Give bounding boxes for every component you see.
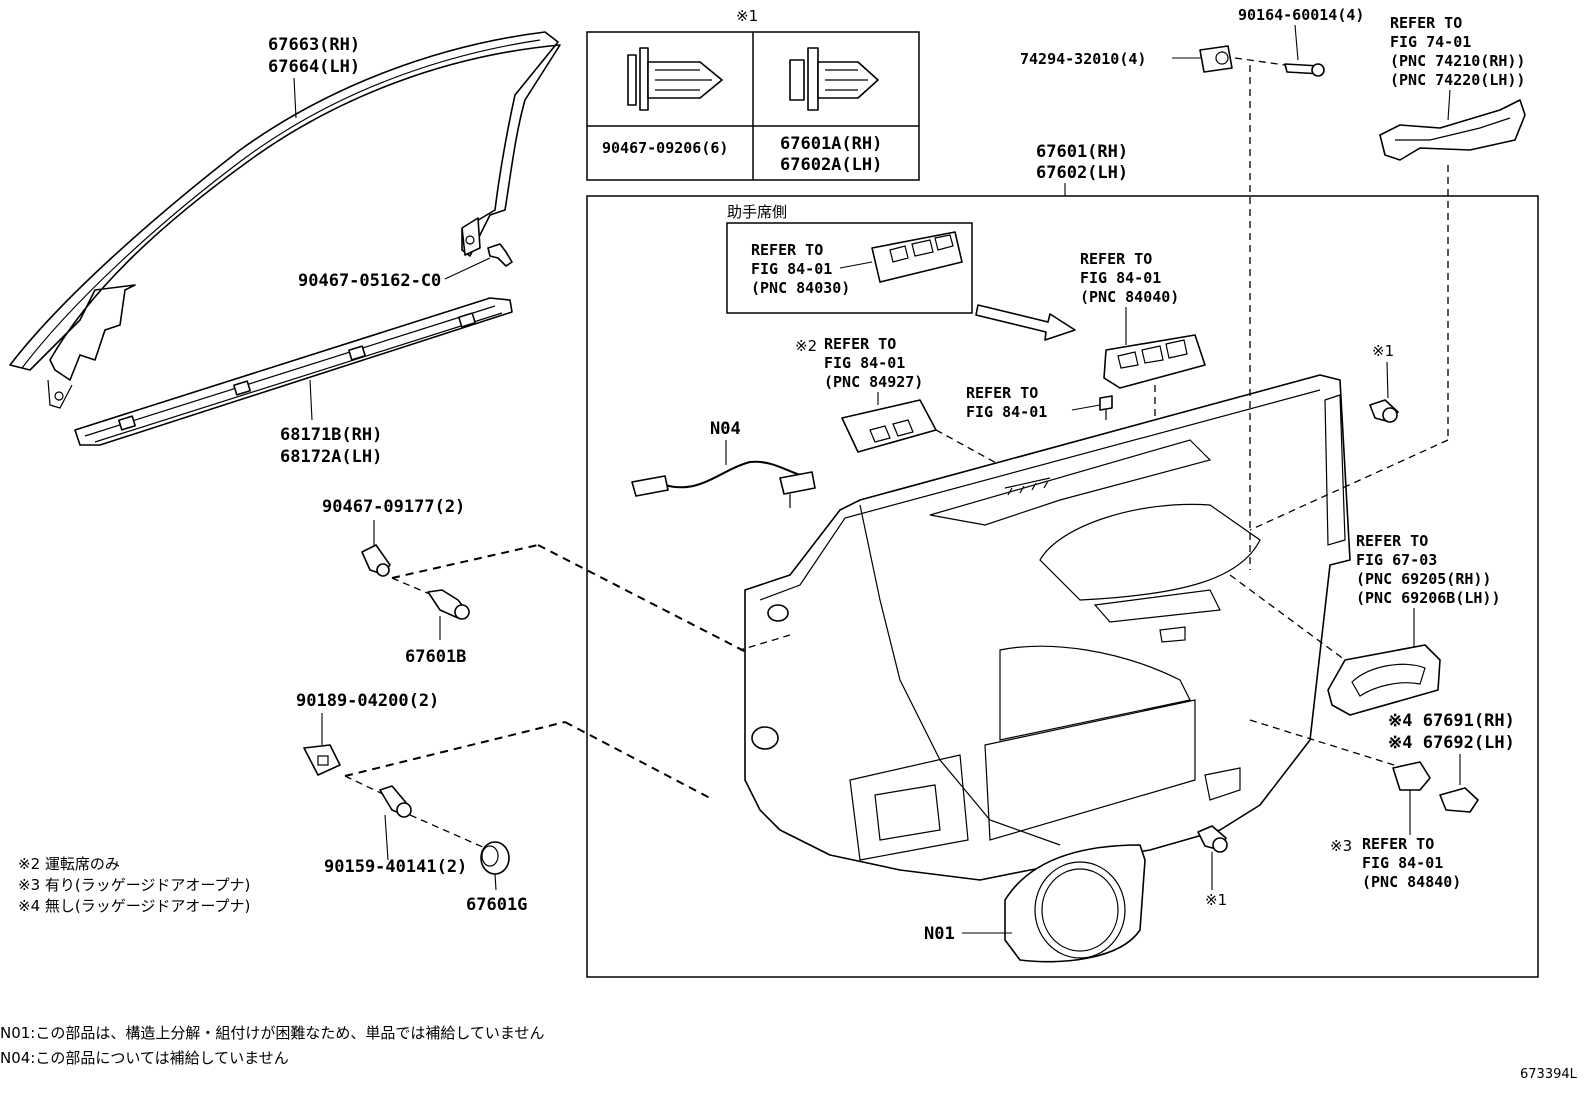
panel-lh-label: 67602(LH) <box>1036 163 1128 183</box>
ref-84840-line1: REFER TO <box>1362 835 1434 853</box>
ref-84030-line2: FIG 84-01 <box>751 260 832 278</box>
ref-74-line3: (PNC 74210(RH)) <box>1390 52 1525 70</box>
table-left-part: 90467-09206(6) <box>602 139 728 157</box>
assist-grip-icon <box>1379 99 1526 161</box>
nut-90189-label: 90189-04200(2) <box>296 691 439 711</box>
figure-code: 673394L <box>1520 1067 1578 1082</box>
cap-74294-label: 74294-32010(4) <box>1020 50 1146 68</box>
clip-icon <box>627 47 723 111</box>
table-mark: ※1 <box>736 7 758 25</box>
wire-harness-icon <box>631 460 816 508</box>
panel-clip-icon <box>427 589 470 620</box>
ref-84927-mark: ※2 <box>795 337 817 355</box>
screw-frame-label: 90467-05162-C0 <box>298 271 441 291</box>
window-switch-icon <box>871 231 963 283</box>
cover-lh-label: ※4 67692(LH) <box>1388 733 1515 753</box>
clip-90467-09177-label: 90467-09177(2) <box>322 497 465 517</box>
weatherstrip-lh-label: 68172A(LH) <box>280 447 382 467</box>
clip-table <box>586 31 920 181</box>
ref-69205-line4: (PNC 69206B(LH)) <box>1356 589 1501 607</box>
ref-screw-line2: FIG 84-01 <box>966 403 1047 421</box>
weatherstrip-rh-label: 68171B(RH) <box>280 425 382 445</box>
clip-icon <box>1197 825 1228 853</box>
ref-84927-line1: REFER TO <box>824 335 896 353</box>
passenger-side-label: 助手席側 <box>727 203 787 221</box>
screw-icon <box>487 243 513 267</box>
nut-icon <box>303 744 341 776</box>
door-trim-panel <box>744 374 1351 881</box>
master-switch-icon <box>1103 334 1206 389</box>
cap-67601g-label: 67601G <box>466 895 527 915</box>
mark1-upper: ※1 <box>1372 342 1394 360</box>
note-3: ※3 有り(ラッゲージドアオープナ) <box>18 876 250 894</box>
table-right-lh: 67602A(LH) <box>780 155 882 175</box>
ref-84840-line3: (PNC 84840) <box>1362 873 1461 891</box>
weatherstrip-part <box>74 297 513 446</box>
ref-74-line1: REFER TO <box>1390 14 1462 32</box>
screw-90164-label: 90164-60014(4) <box>1238 6 1364 24</box>
ref-69205-line2: FIG 67-03 <box>1356 551 1437 569</box>
frame-rh-label: 67663(RH) <box>268 35 360 55</box>
ref-69205-line3: (PNC 69205(RH)) <box>1356 570 1491 588</box>
footnote-n01: N01:この部品は、構造上分解・組付けが困難なため、単品では補給していません <box>0 1024 544 1042</box>
luggage-opener-switch-icon <box>1392 761 1431 791</box>
passenger-side-box <box>726 222 973 314</box>
n01-label: N01 <box>924 924 955 944</box>
clip-icon <box>789 47 879 111</box>
cap-icon <box>480 841 510 875</box>
footnote-n04: N04:この部品については補給していません <box>0 1049 289 1067</box>
clip-icon <box>1369 399 1399 423</box>
screw-90159-label: 90159-40141(2) <box>324 857 467 877</box>
ref-74-line2: FIG 74-01 <box>1390 33 1471 51</box>
cover-rh-label: ※4 67691(RH) <box>1388 711 1515 731</box>
n04-label: N04 <box>710 419 741 439</box>
ref-84840-line2: FIG 84-01 <box>1362 854 1443 872</box>
screw-icon <box>1099 395 1113 420</box>
clip-icon <box>361 544 391 577</box>
cap-icon <box>1199 45 1233 73</box>
screw-icon <box>379 785 412 818</box>
ref-84040-line1: REFER TO <box>1080 250 1152 268</box>
ref-84040-line3: (PNC 84040) <box>1080 288 1179 306</box>
screw-icon <box>1284 63 1325 77</box>
switch-module-icon <box>841 399 937 453</box>
ref-84030-line1: REFER TO <box>751 241 823 259</box>
panel-rh-label: 67601(RH) <box>1036 142 1128 162</box>
door-frame-part <box>9 31 561 409</box>
table-right-rh: 67601A(RH) <box>780 134 882 154</box>
clip-67601b-label: 67601B <box>405 647 466 667</box>
ref-84840-mark: ※3 <box>1330 837 1352 855</box>
ref-84927-line2: FIG 84-01 <box>824 354 905 372</box>
door-trim-assembly-box <box>586 195 1539 978</box>
ref-69205-line1: REFER TO <box>1356 532 1428 550</box>
mark1-lower: ※1 <box>1205 891 1227 909</box>
ref-84927-line3: (PNC 84927) <box>824 373 923 391</box>
frame-lh-label: 67664(LH) <box>268 57 360 77</box>
speaker-grille-icon <box>1004 844 1146 963</box>
ref-84030-line3: (PNC 84030) <box>751 279 850 297</box>
note-2: ※2 運転席のみ <box>18 855 120 873</box>
ref-84040-line2: FIG 84-01 <box>1080 269 1161 287</box>
ref-screw-line1: REFER TO <box>966 384 1038 402</box>
cover-icon <box>1439 787 1479 813</box>
inside-door-handle-icon <box>1327 644 1441 716</box>
ref-74-line4: (PNC 74220(LH)) <box>1390 71 1525 89</box>
direction-arrow-icon <box>975 304 1076 341</box>
note-4: ※4 無し(ラッゲージドアオープナ) <box>18 897 250 915</box>
